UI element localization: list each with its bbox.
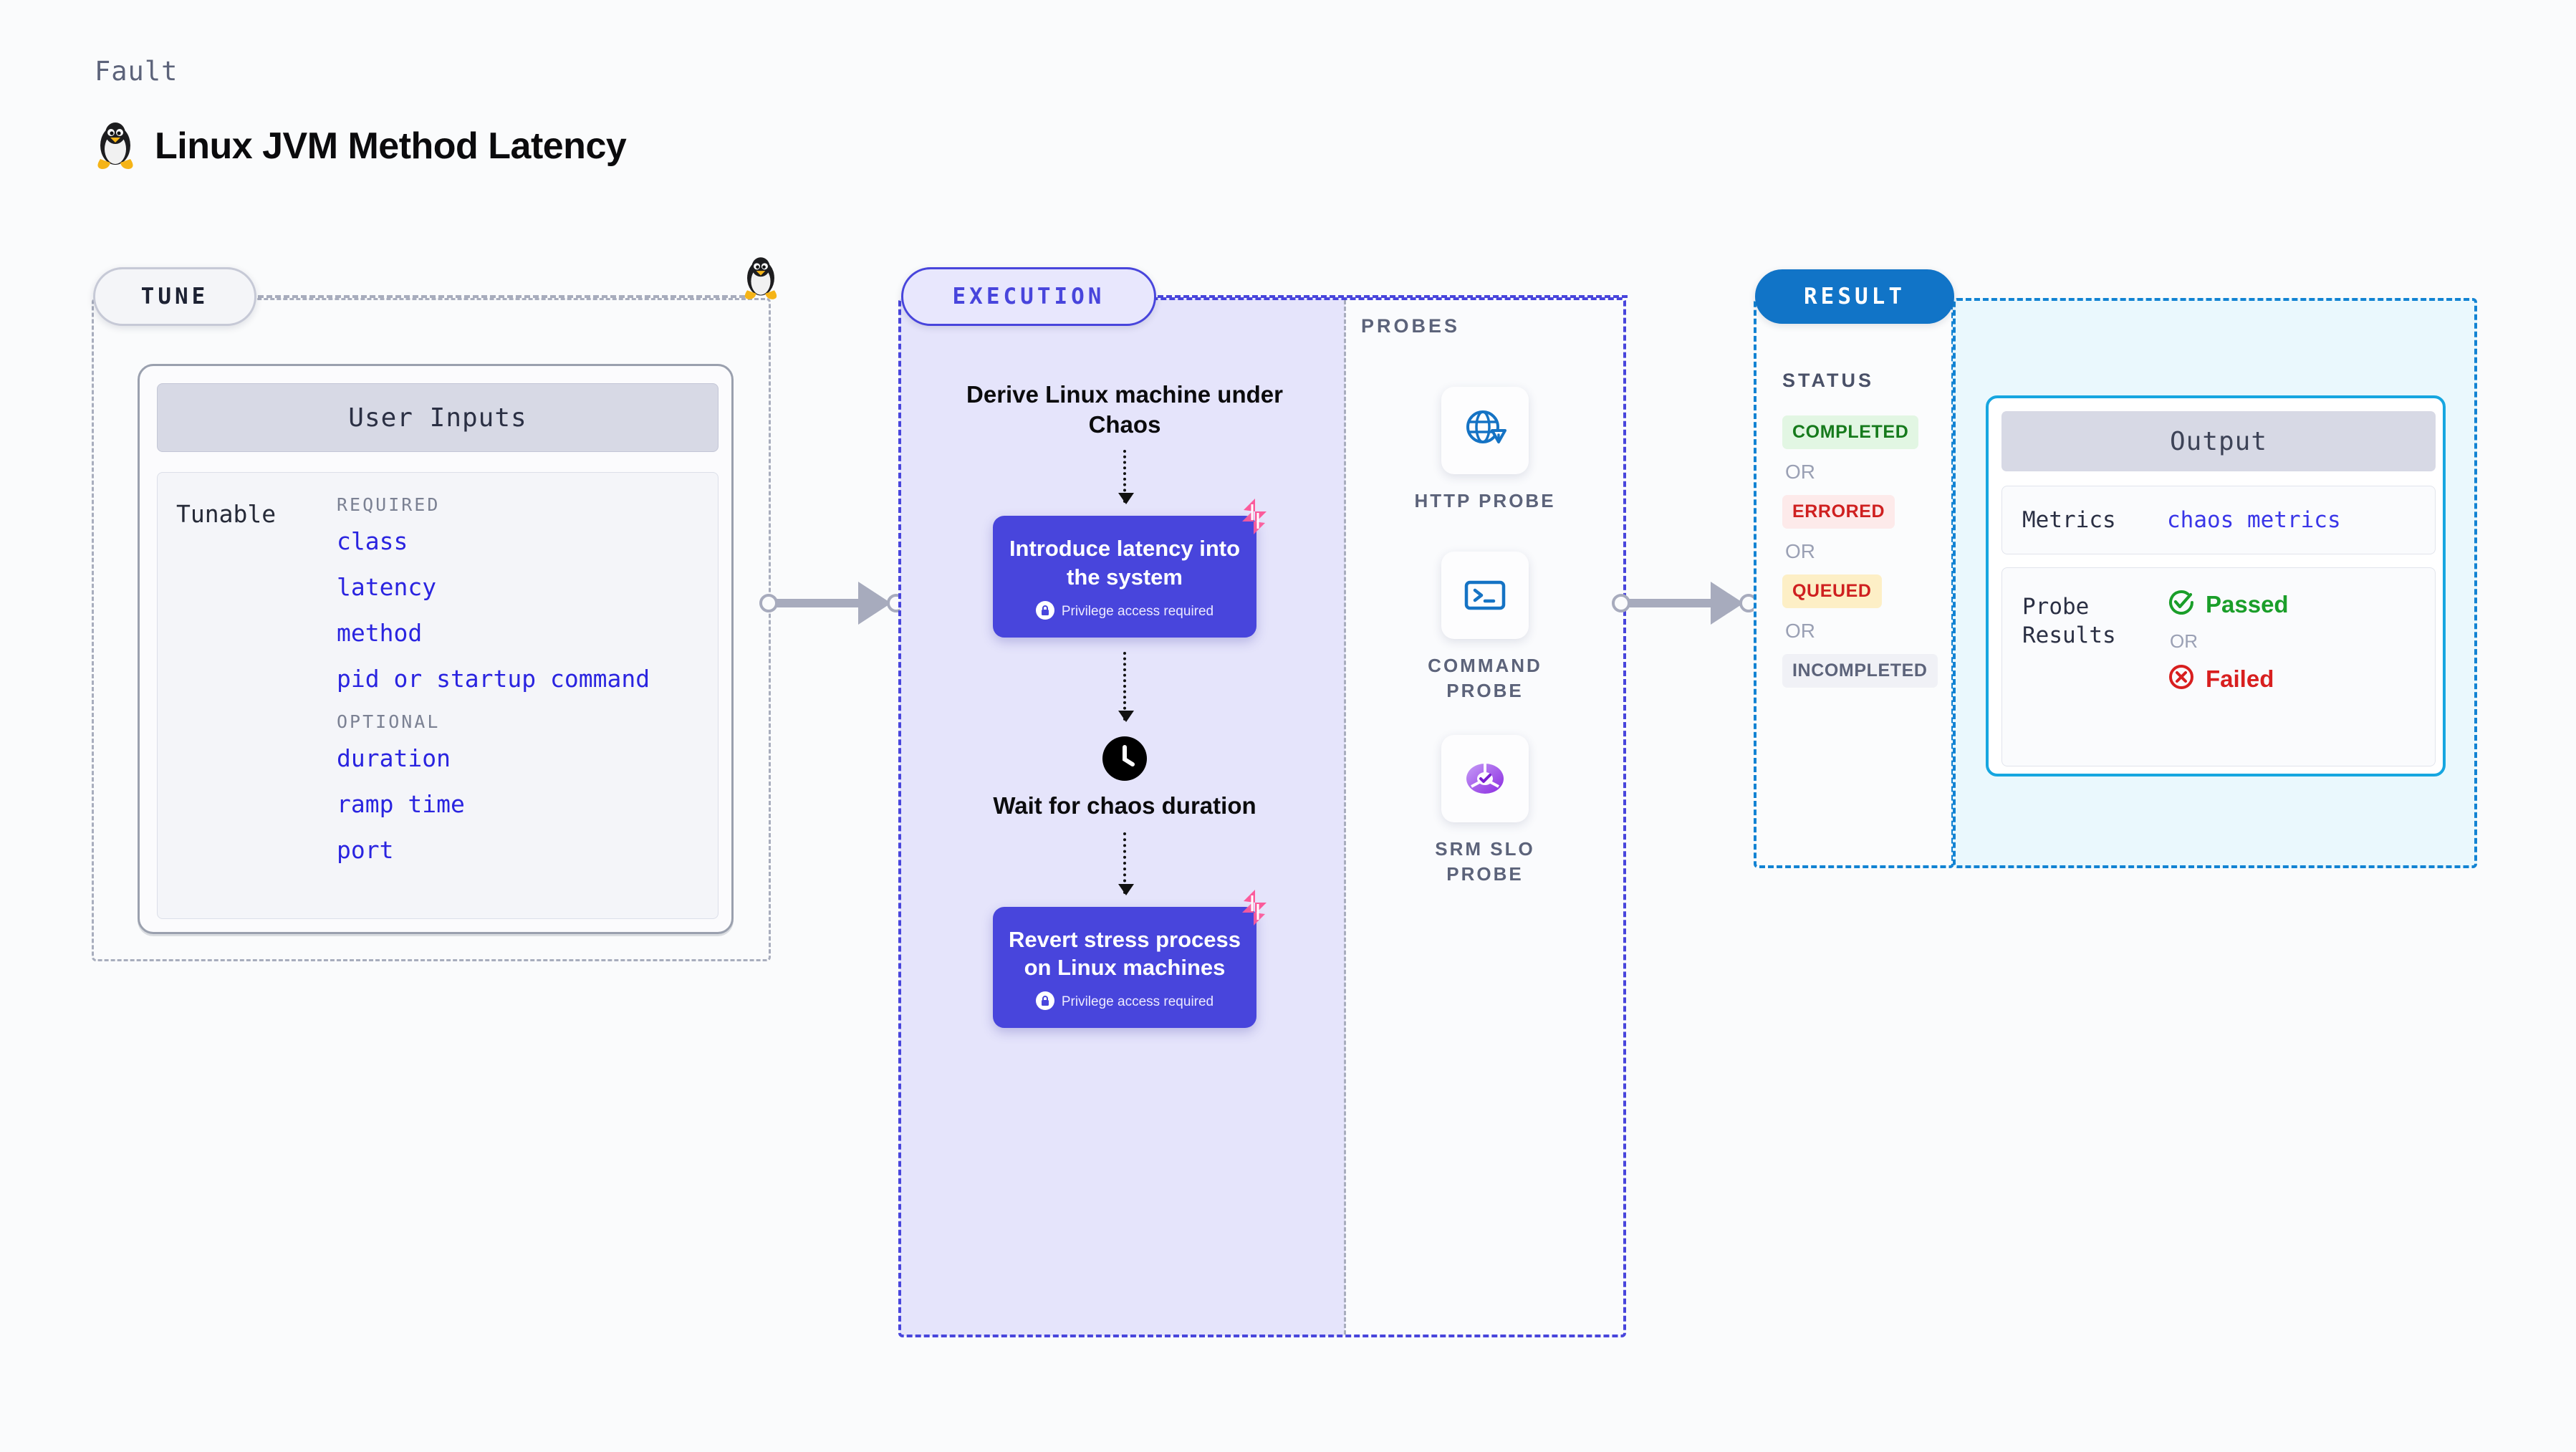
privilege-note: Privilege access required [1006, 991, 1244, 1014]
x-circle-icon [2167, 663, 2196, 695]
flow-arrow-3-icon [1118, 832, 1134, 895]
probe-srm-slo[interactable]: SRM SLO PROBE [1403, 735, 1567, 887]
harness-chaos-icon [1234, 887, 1275, 932]
tune-section [92, 298, 771, 961]
tune-pill[interactable]: TUNE [93, 267, 256, 326]
status-heading: STATUS [1782, 370, 1874, 391]
privilege-note: Privilege access required [1006, 600, 1244, 623]
execution-pill[interactable]: EXECUTION [901, 267, 1156, 326]
privilege-note-label: Privilege access required [1061, 994, 1214, 1010]
user-inputs-card: User Inputs Tunable REQUIRED class laten… [138, 364, 734, 934]
connector-start-dot [1612, 594, 1630, 612]
tunable-body: Tunable REQUIRED class latency method pi… [157, 472, 719, 919]
tunable-item-pid-or-startup-command[interactable]: pid or startup command [337, 664, 650, 693]
user-inputs-header: User Inputs [157, 383, 719, 452]
lock-icon [1035, 991, 1054, 1014]
output-card: Output Metrics chaos metrics Probe Resul… [1986, 395, 2446, 777]
execution-task-introduce-latency-label: Introduce latency into the system [1009, 536, 1241, 590]
tune-connector-dash [258, 295, 745, 298]
harness-chaos-icon [1234, 496, 1275, 541]
execution-task-revert-stress[interactable]: Revert stress process on Linux machines … [993, 889, 1267, 1028]
flow-arrow-2-icon [1118, 651, 1134, 722]
tunable-group-optional-label: OPTIONAL [337, 711, 441, 732]
connector-arrow-icon [1711, 582, 1744, 625]
probes-section-label: PROBES [1361, 315, 1461, 337]
clock-icon [931, 736, 1318, 781]
connector-line [777, 599, 870, 607]
probe-result-failed: Failed [2167, 663, 2289, 695]
output-row-probe-results: Probe Results Passed OR [2001, 567, 2436, 766]
privilege-note-label: Privilege access required [1061, 604, 1214, 620]
probe-command[interactable]: COMMAND PROBE [1403, 552, 1567, 703]
connector-arrow-icon [858, 582, 891, 625]
probe-result-failed-label: Failed [2206, 665, 2274, 692]
execution-flow: Derive Linux machine under Chaos Introdu… [931, 380, 1318, 1028]
flow-arrow-1-icon [1118, 450, 1134, 505]
status-list: COMPLETED OR ERRORED OR QUEUED OR INCOMP… [1782, 415, 1940, 688]
probe-result-or: OR [2170, 630, 2198, 652]
connector-tune-to-execution [759, 580, 910, 626]
probe-command-label: COMMAND PROBE [1428, 655, 1542, 702]
output-row-metrics: Metrics chaos metrics [2001, 486, 2436, 554]
execution-panel-background [900, 299, 1345, 1336]
output-probe-results-values: Passed OR Failed [2167, 568, 2289, 695]
execution-section [898, 297, 1626, 1337]
fault-kicker: Fault [95, 56, 178, 87]
probe-result-passed: Passed [2167, 588, 2289, 620]
probe-srm-slo-label: SRM SLO PROBE [1435, 838, 1535, 885]
fault-title-row: Linux JVM Method Latency [93, 122, 627, 170]
tunable-item-latency[interactable]: latency [337, 572, 437, 601]
connector-start-dot [759, 594, 778, 612]
lock-icon [1035, 600, 1054, 623]
globe-warning-icon [1441, 387, 1529, 474]
probe-result-passed-label: Passed [2206, 590, 2289, 617]
status-badge-incompleted: INCOMPLETED [1782, 654, 1938, 688]
execution-probes-divider [1344, 300, 1346, 1335]
execution-task-introduce-latency[interactable]: Introduce latency into the system Privil… [993, 499, 1267, 638]
tunable-item-class[interactable]: class [337, 527, 408, 555]
status-badge-completed: COMPLETED [1782, 415, 1919, 449]
execution-step-wait-label: Wait for chaos duration [993, 792, 1256, 819]
status-or-3: OR [1785, 620, 1815, 642]
linux-penguin-icon [93, 122, 138, 170]
output-metrics-label: Metrics [2022, 506, 2116, 533]
execution-connector-dash [1158, 295, 1628, 298]
tunable-item-duration[interactable]: duration [337, 744, 451, 772]
tunable-item-port[interactable]: port [337, 835, 394, 864]
connector-line [1629, 599, 1722, 607]
tune-platform-penguin-icon [741, 256, 781, 304]
srm-slo-donut-icon [1441, 735, 1529, 822]
execution-task-revert-stress-label: Revert stress process on Linux machines [1009, 926, 1241, 980]
probe-http-label: HTTP PROBE [1414, 490, 1556, 511]
status-badge-queued: QUEUED [1782, 574, 1882, 608]
tunable-list: REQUIRED class latency method pid or sta… [337, 494, 709, 883]
tunable-item-ramp-time[interactable]: ramp time [337, 789, 465, 818]
probe-http[interactable]: HTTP PROBE [1403, 387, 1567, 514]
result-pill[interactable]: RESULT [1755, 269, 1954, 324]
output-header: Output [2001, 411, 2436, 471]
execution-step-derive-label: Derive Linux machine under Chaos [966, 381, 1283, 438]
check-circle-icon [2167, 588, 2196, 620]
tunable-item-method[interactable]: method [337, 618, 423, 647]
page-title: Linux JVM Method Latency [155, 125, 627, 167]
tunable-row-label: Tunable [176, 500, 277, 528]
output-metrics-value[interactable]: chaos metrics [2167, 507, 2341, 533]
connector-execution-to-result [1612, 580, 1762, 626]
output-probe-results-label: Probe Results [2022, 594, 2116, 649]
tunable-group-required-label: REQUIRED [337, 494, 441, 515]
status-or-1: OR [1785, 461, 1815, 483]
status-or-2: OR [1785, 540, 1815, 562]
status-badge-errored: ERRORED [1782, 495, 1895, 529]
terminal-icon [1441, 552, 1529, 639]
